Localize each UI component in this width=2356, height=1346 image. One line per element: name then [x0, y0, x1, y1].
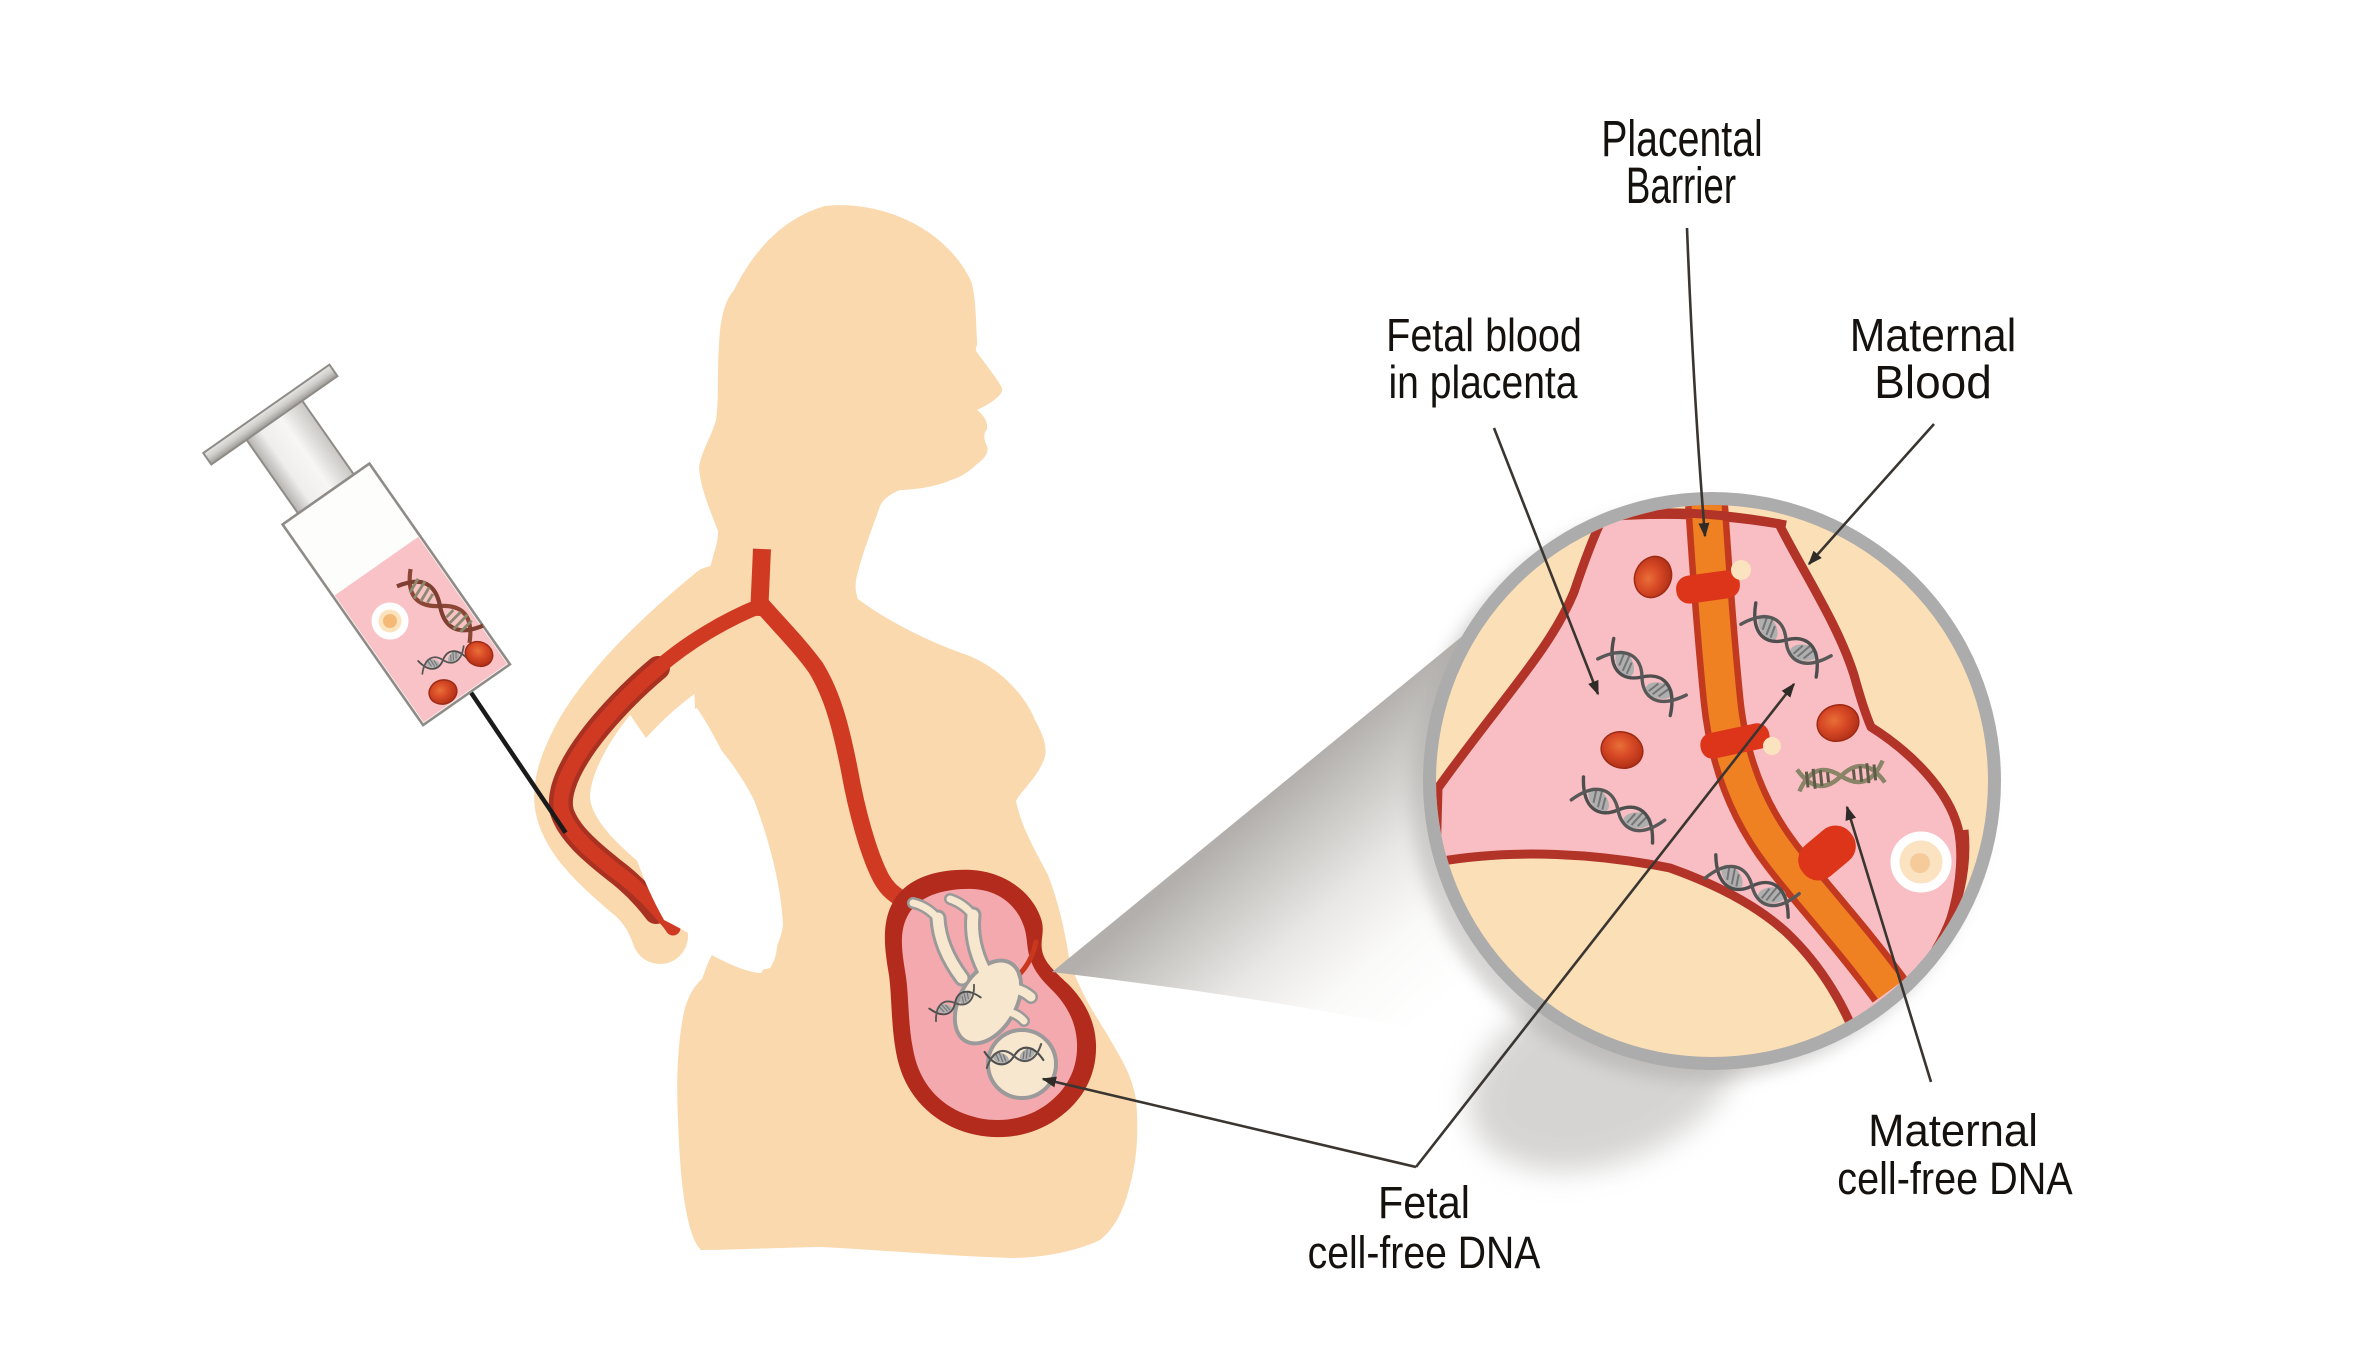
svg-text:cell-free DNA: cell-free DNA	[1308, 1227, 1541, 1277]
svg-text:Placental: Placental	[1601, 110, 1763, 167]
svg-text:Barrier: Barrier	[1626, 158, 1736, 214]
svg-text:Maternal: Maternal	[1850, 311, 2016, 362]
svg-text:in placenta: in placenta	[1388, 357, 1577, 409]
svg-text:Fetal blood: Fetal blood	[1386, 310, 1582, 361]
svg-text:Maternal: Maternal	[1868, 1106, 2038, 1156]
svg-text:Blood: Blood	[1874, 356, 1992, 408]
svg-text:Fetal: Fetal	[1378, 1178, 1470, 1228]
svg-text:cell-free DNA: cell-free DNA	[1837, 1154, 2073, 1204]
